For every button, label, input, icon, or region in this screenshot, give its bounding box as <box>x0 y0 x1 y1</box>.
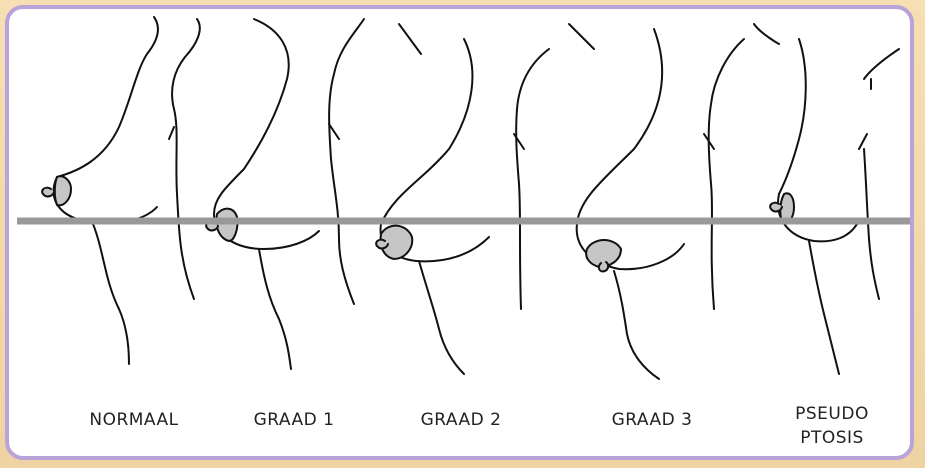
torso-grade2 <box>376 24 549 374</box>
label-normal: NORMAAL <box>69 409 199 431</box>
outline-normal-axilla <box>169 127 174 139</box>
label-pseudo-line2: PTOSIS <box>782 427 882 449</box>
outline-grade2-axilla <box>514 134 524 149</box>
outline-grade3-torso <box>614 271 659 379</box>
label-pseudo-line1: PSEUDO <box>782 403 882 425</box>
outline-normal-torso <box>91 219 129 364</box>
outline-grade1-torso <box>259 249 291 369</box>
outline-pseudo-shoulder <box>754 24 779 44</box>
outline-grade1-back <box>214 19 289 214</box>
outline-normal-arm <box>172 19 200 299</box>
outline-grade2-shoulder <box>399 24 421 54</box>
outline-grade3-shoulder <box>569 24 594 49</box>
figure-panel: NORMAAL GRAAD 1 GRAAD 2 GRAAD 3 PSEUDO P… <box>5 5 914 460</box>
nipple-grade3 <box>599 262 608 271</box>
outline-normal-back <box>57 17 158 177</box>
outline-grade2-arm <box>516 49 549 309</box>
torso-pseudo <box>754 24 899 374</box>
torso-grade3 <box>569 24 744 379</box>
label-grade1: GRAAD 1 <box>234 409 354 431</box>
torso-grade1 <box>206 19 364 369</box>
areola-grade1 <box>216 209 237 241</box>
outline-pseudo-torso <box>809 241 839 374</box>
label-grade2: GRAAD 2 <box>401 409 521 431</box>
areola-normal <box>55 176 71 205</box>
outline-grade3-back <box>577 29 662 224</box>
nipple-normal <box>42 188 54 197</box>
outline-grade2-back <box>381 39 472 224</box>
label-grade3: GRAAD 3 <box>592 409 712 431</box>
outline-grade2-torso <box>419 261 464 374</box>
torso-normal <box>42 17 200 364</box>
outline-grade1-arm <box>329 19 364 304</box>
outline-pseudo-back <box>779 39 806 194</box>
outline-grade3-arm <box>709 39 744 309</box>
ptosis-grading-figure <box>9 9 910 456</box>
outline-pseudo-arm <box>859 49 899 299</box>
